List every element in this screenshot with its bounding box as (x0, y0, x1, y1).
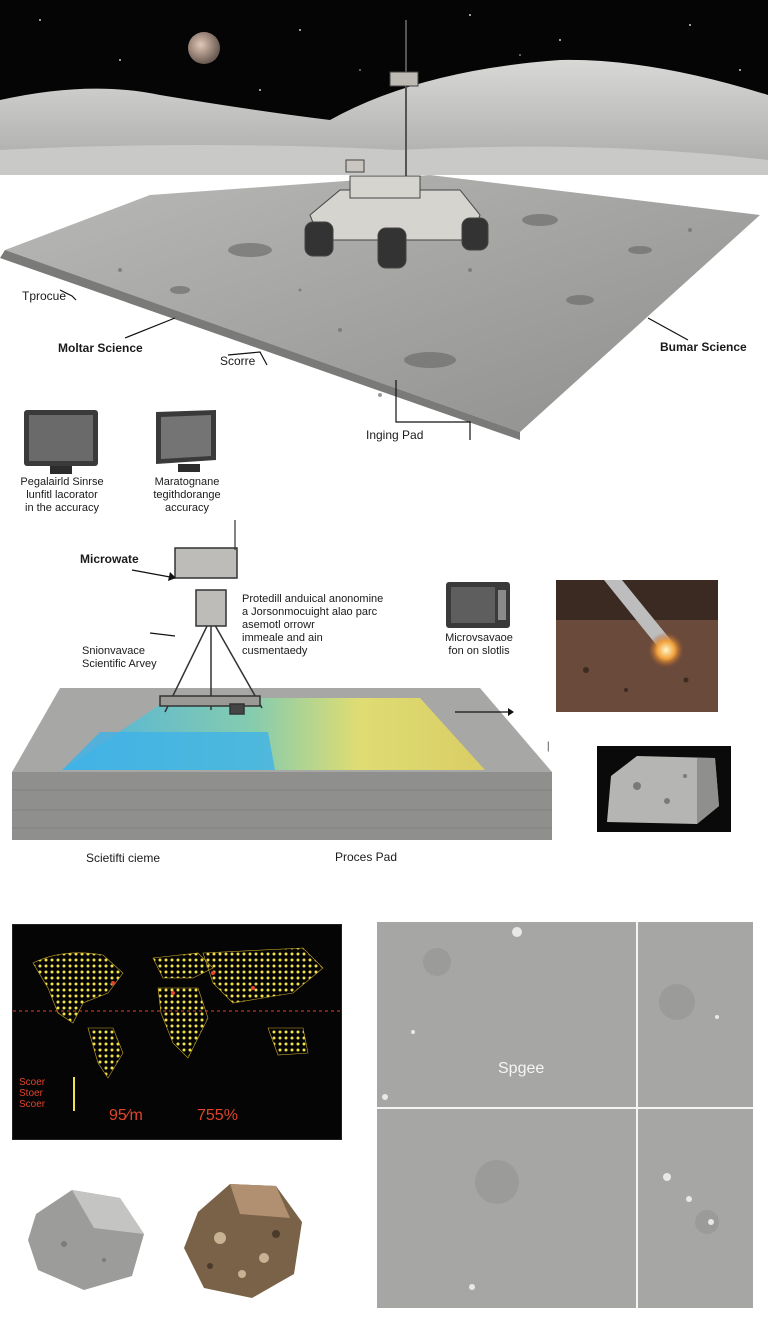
instrument-description: Protedill anduical anonomine a Jorsonmoc… (242, 593, 384, 657)
legend-item: Scoer (19, 1077, 46, 1088)
world-map-panel: Scoer Stoer Scoer 95⁄m 755% (12, 924, 342, 1140)
instrument-array-label: Snionvavace Scientific Arvey (82, 645, 157, 670)
pad-side-tick: — (542, 741, 554, 752)
monitor-caption-2: Maratognane tegithdorange accuracy (153, 476, 221, 514)
map-value-1: 95⁄m (109, 1107, 143, 1124)
instrument-label: Microwate (80, 552, 139, 566)
legend-item: Scoer (19, 1099, 46, 1110)
label-top-left: Tprocue (22, 289, 67, 303)
pad-label-left: Scietifti cieme (86, 851, 161, 865)
rover (304, 20, 489, 269)
legend-item: Stoer (19, 1088, 43, 1099)
monitor-icon-2 (156, 410, 216, 472)
map-legend: Scoer Stoer Scoer (19, 1077, 79, 1110)
rock-core-photo (597, 746, 731, 832)
monitor-icon-3 (446, 582, 510, 628)
monitor-icon-1 (24, 410, 98, 474)
surface-grid-panel (377, 922, 753, 1308)
label-landing-pad: Inging Pad (366, 428, 424, 442)
moon-icon (188, 32, 220, 64)
lunar-landscape-scene (0, 0, 768, 440)
map-value-2: 755% (197, 1107, 238, 1124)
world-map (13, 947, 341, 1079)
legend-bar (73, 1077, 75, 1111)
drill-sample-photo (556, 580, 718, 712)
rock-sample-brown (184, 1184, 302, 1298)
monitor-caption-1: Pegalairld Sinrse lunfitl lacorator in t… (20, 476, 104, 514)
monitor-caption-3: Microvsavaoe fon on slotlis (445, 632, 513, 657)
pad-label-right: Proces Pad (335, 850, 398, 864)
rock-sample-grey (28, 1190, 144, 1290)
surface-panel-label: Spgee (498, 1060, 545, 1077)
label-left-science: Moltar Science (58, 341, 143, 355)
science-pad-diagram (12, 520, 552, 840)
label-score: Scorre (220, 354, 256, 368)
microwave-instrument (159, 520, 263, 715)
label-right-science: Bumar Science (660, 340, 747, 354)
